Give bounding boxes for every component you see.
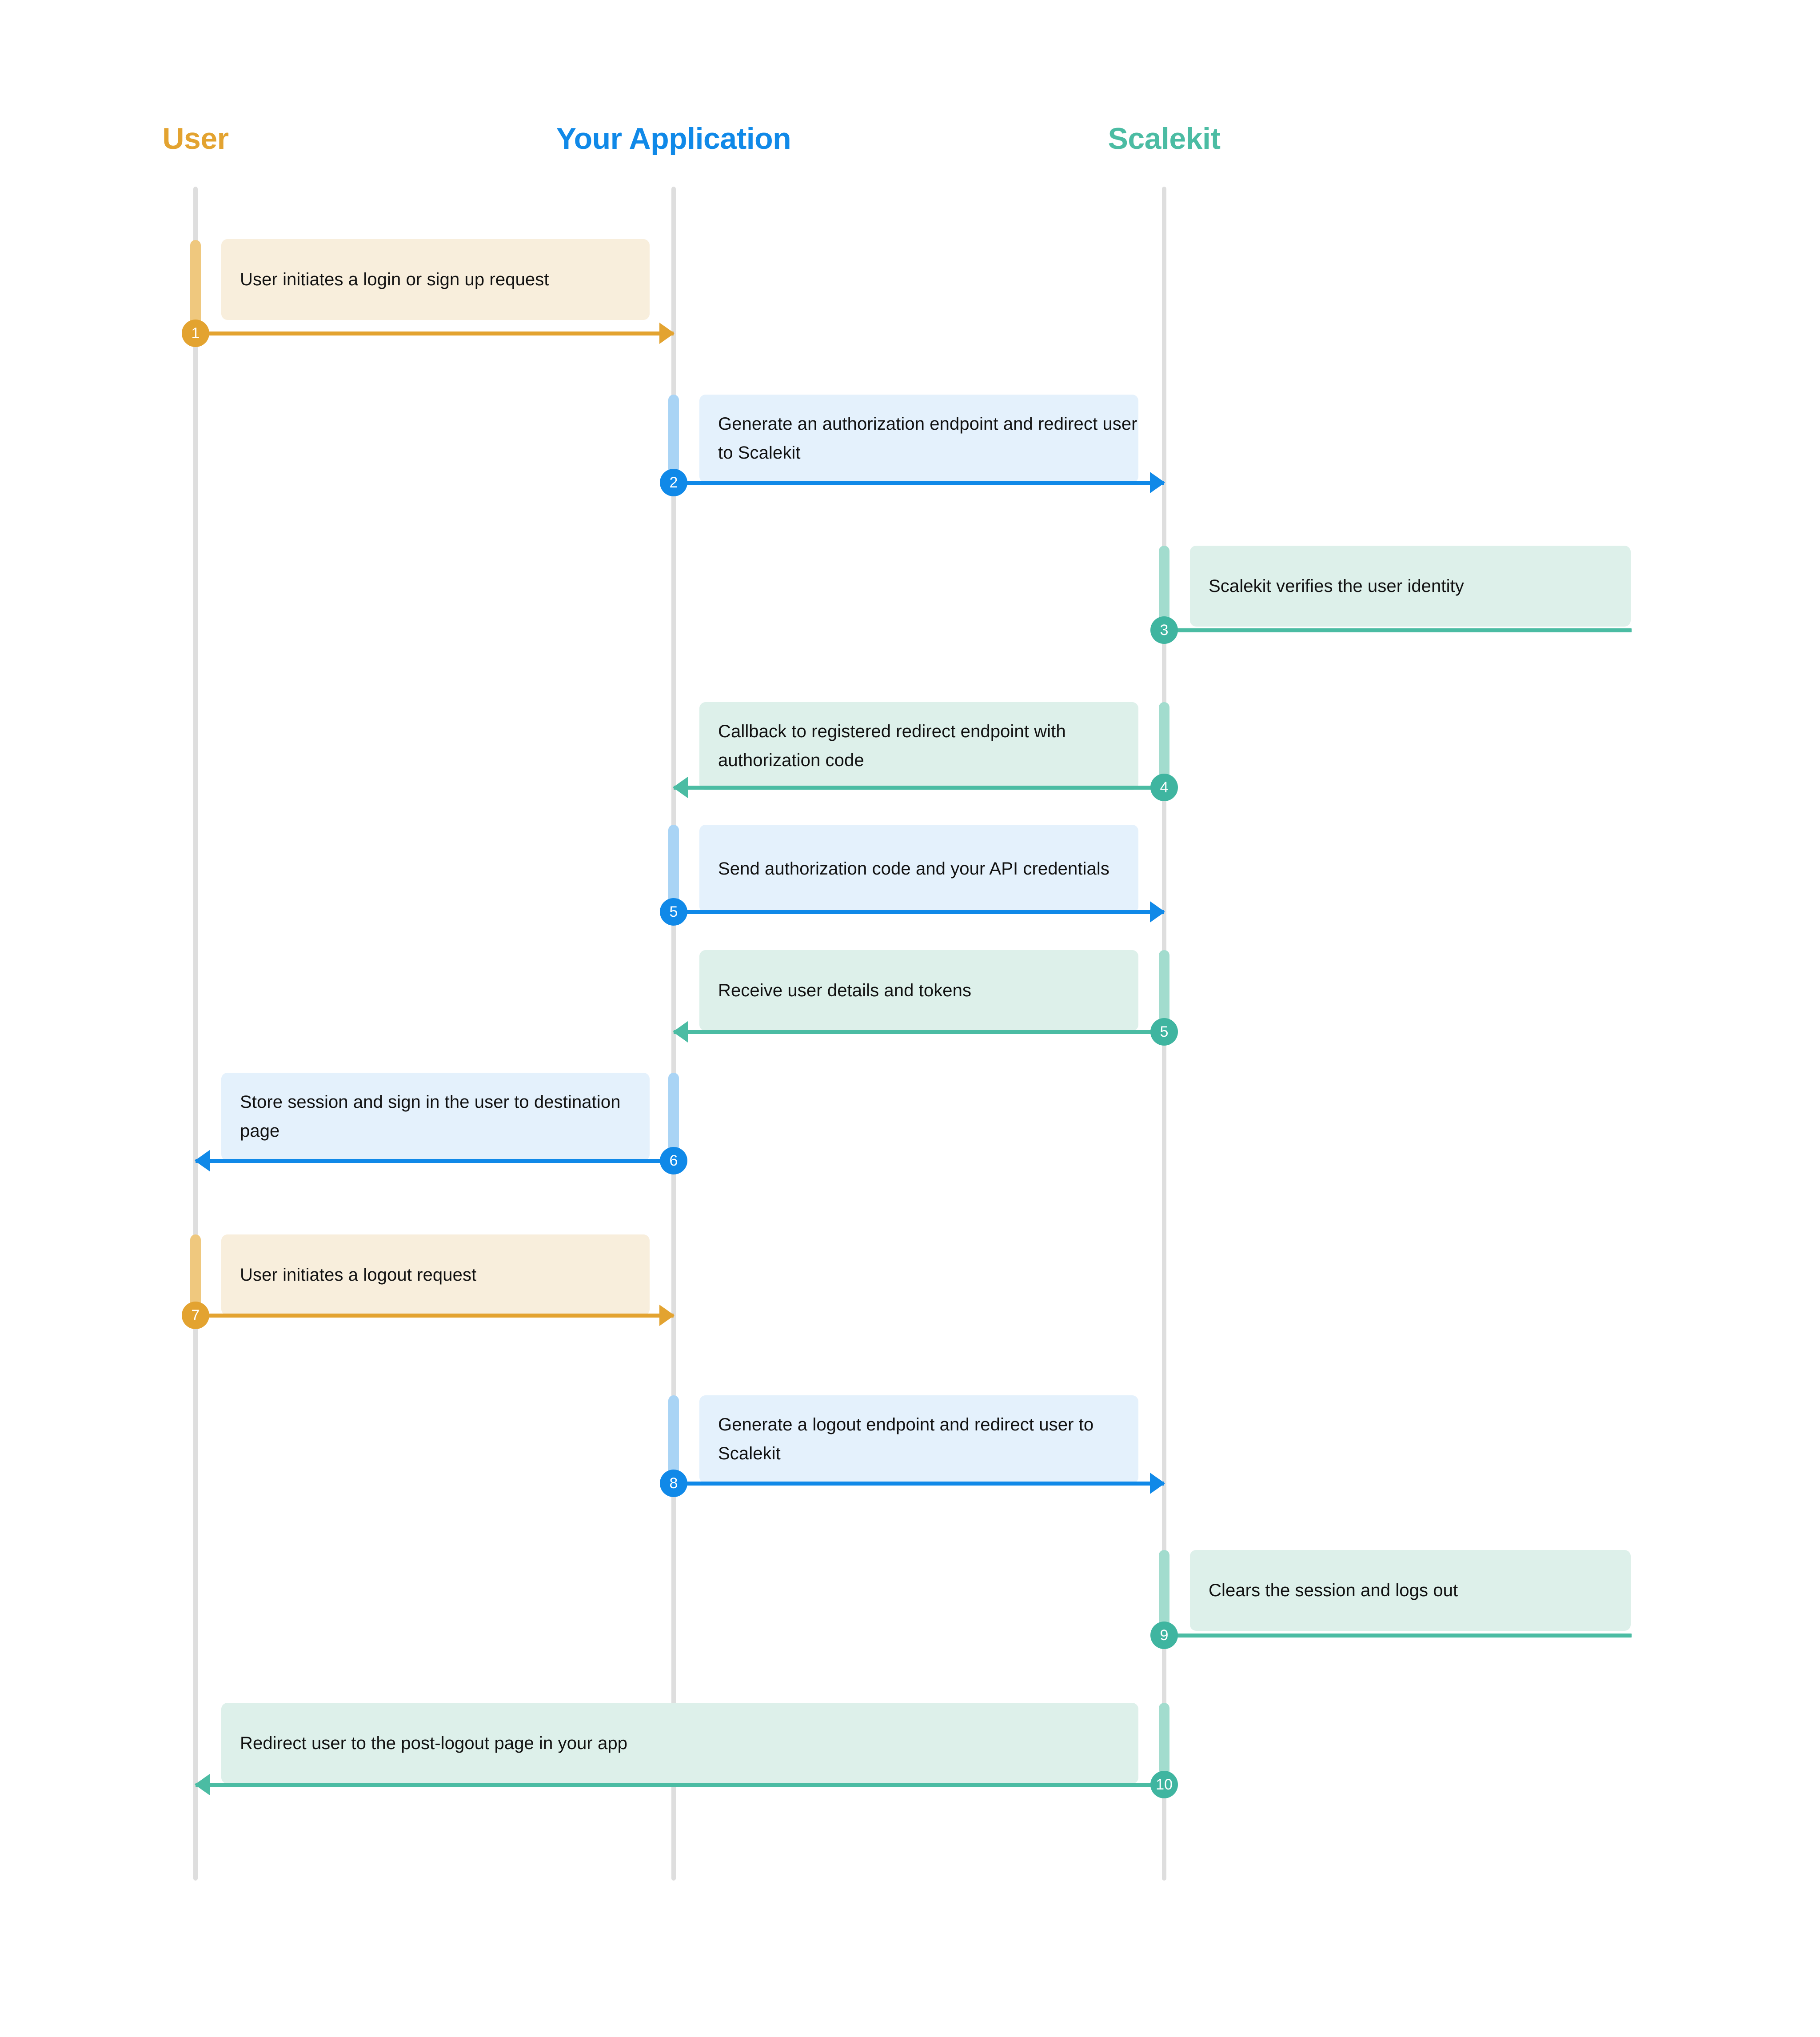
arrow-head-step-2 xyxy=(1150,472,1165,493)
message-line-step-2 xyxy=(674,481,1164,485)
lifeline-user xyxy=(193,187,198,1881)
message-text: Send authorization code and your API cre… xyxy=(718,859,1110,879)
message-text: Receive user details and tokens xyxy=(718,980,972,1000)
message-line-step-8 xyxy=(196,1314,674,1318)
message-line-step-4 xyxy=(674,786,1164,790)
step-number-badge: 9 xyxy=(1150,1622,1178,1649)
message-note-step-10: Clears the session and logs out xyxy=(1190,1550,1631,1631)
activation-bar-step-9 xyxy=(668,1395,679,1482)
message-note-step-9: Generate a logout endpoint and redirect … xyxy=(699,1395,1138,1483)
step-number-badge: 7 xyxy=(182,1302,209,1329)
activation-bar-step-2 xyxy=(668,395,679,482)
arrow-head-step-1 xyxy=(659,323,675,344)
message-line-step-10 xyxy=(1164,1634,1632,1638)
message-text: User initiates a logout request xyxy=(240,1265,477,1285)
message-line-step-5 xyxy=(674,910,1164,914)
message-text: Generate an authorization endpoint and r… xyxy=(718,414,1138,463)
arrow-head-step-9 xyxy=(1150,1473,1165,1494)
step-number-badge: 2 xyxy=(660,469,687,496)
message-text: Generate a logout endpoint and redirect … xyxy=(718,1415,1094,1463)
step-number-badge: 5 xyxy=(660,898,687,926)
step-number-badge: 5 xyxy=(1150,1018,1178,1046)
step-number-badge: 1 xyxy=(182,320,209,347)
step-number-badge: 3 xyxy=(1150,616,1178,644)
message-text: Callback to registered redirect endpoint… xyxy=(718,722,1066,770)
message-note-step-6: Receive user details and tokens xyxy=(699,950,1138,1031)
message-text: Store session and sign in the user to de… xyxy=(240,1092,621,1141)
step-number-badge: 8 xyxy=(660,1470,687,1497)
message-line-step-1 xyxy=(196,332,674,336)
activation-bar-step-7 xyxy=(668,1073,679,1161)
message-text: Scalekit verifies the user identity xyxy=(1209,576,1464,596)
message-note-step-1: User initiates a login or sign up reques… xyxy=(221,239,650,320)
message-note-step-11: Redirect user to the post-logout page in… xyxy=(221,1703,1138,1784)
message-note-step-2: Generate an authorization endpoint and r… xyxy=(699,395,1138,483)
arrow-head-step-11 xyxy=(195,1774,210,1795)
message-line-step-9 xyxy=(674,1482,1164,1486)
activation-bar-step-5 xyxy=(668,825,679,912)
message-text: User initiates a login or sign up reques… xyxy=(240,269,549,289)
message-text: Redirect user to the post-logout page in… xyxy=(240,1733,628,1753)
arrow-head-step-7 xyxy=(195,1150,210,1171)
step-number-badge: 6 xyxy=(660,1147,687,1174)
message-note-step-8: User initiates a logout request xyxy=(221,1234,650,1315)
message-line-step-11 xyxy=(196,1783,1164,1787)
message-line-step-7 xyxy=(196,1159,674,1163)
arrow-head-step-5 xyxy=(1150,901,1165,923)
message-note-step-4: Callback to registered redirect endpoint… xyxy=(699,702,1138,790)
actor-label-user: User xyxy=(162,122,229,156)
arrow-head-step-6 xyxy=(673,1021,688,1042)
activation-bar-step-4 xyxy=(1159,702,1169,787)
message-line-step-6 xyxy=(674,1030,1164,1034)
step-number-badge: 4 xyxy=(1150,774,1178,801)
message-note-step-5: Send authorization code and your API cre… xyxy=(699,825,1138,913)
actor-label-app: Your Application xyxy=(556,122,791,156)
message-note-step-3: Scalekit verifies the user identity xyxy=(1190,546,1631,627)
message-text: Clears the session and logs out xyxy=(1209,1580,1458,1600)
activation-bar-step-1 xyxy=(190,240,201,332)
arrow-head-step-8 xyxy=(659,1305,675,1326)
message-line-step-3 xyxy=(1164,628,1632,632)
arrow-head-step-4 xyxy=(673,777,688,798)
message-note-step-7: Store session and sign in the user to de… xyxy=(221,1073,650,1161)
actor-label-scalekit: Scalekit xyxy=(1108,122,1221,156)
step-number-badge: 10 xyxy=(1150,1771,1178,1798)
